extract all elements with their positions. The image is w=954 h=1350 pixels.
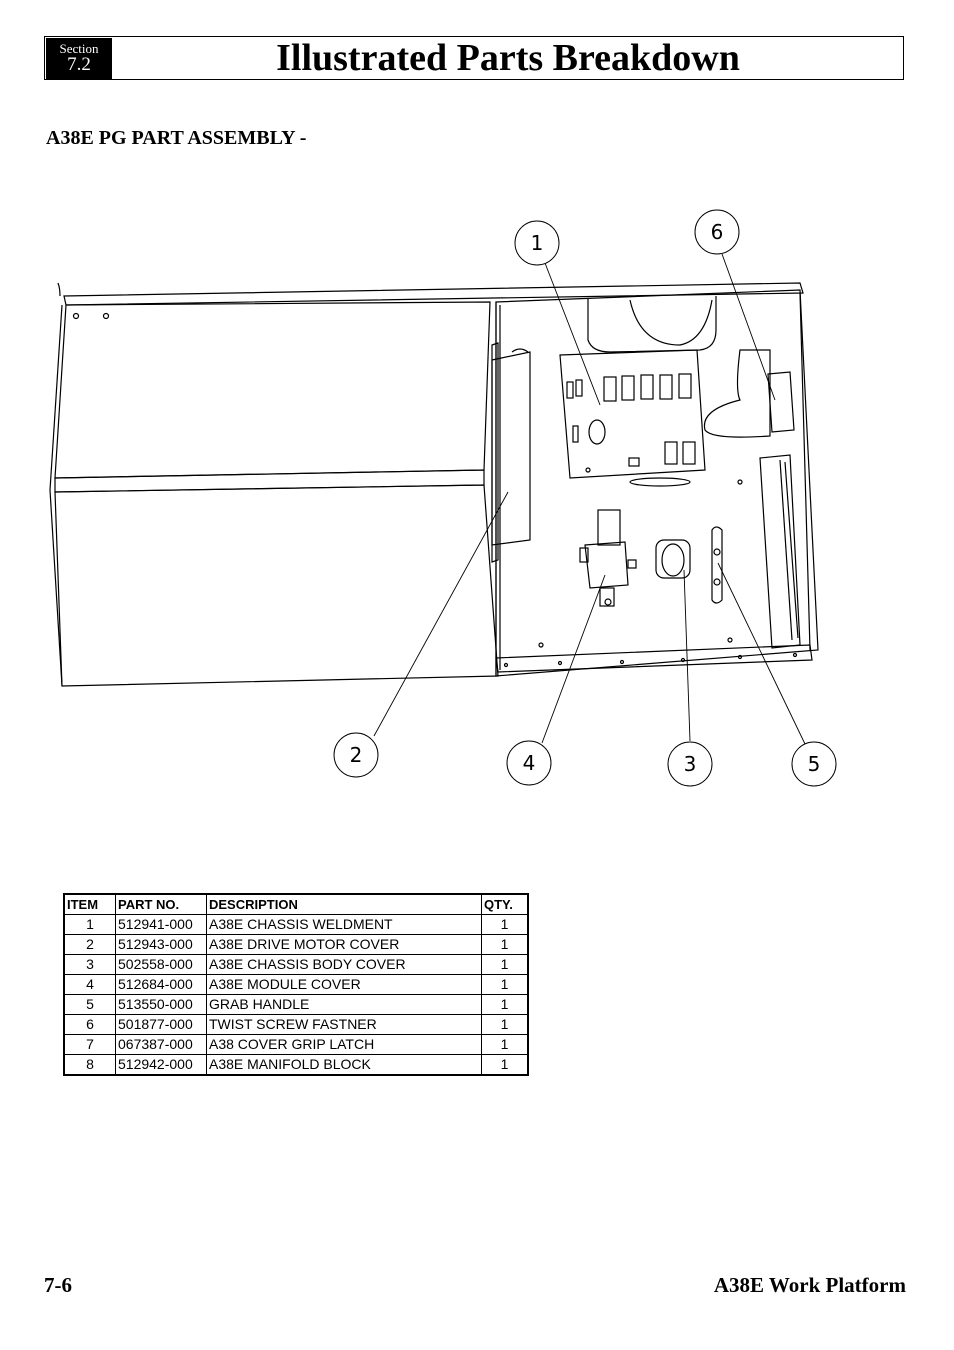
description-cell: A38E DRIVE MOTOR COVER bbox=[206, 934, 482, 955]
table-row: 7 067387-000 A38 COVER GRIP LATCH 1 bbox=[63, 1034, 529, 1055]
part-no-cell: 502558-000 bbox=[115, 954, 207, 975]
item-cell: 8 bbox=[63, 1054, 116, 1076]
page-header: Section 7.2 Illustrated Parts Breakdown bbox=[44, 36, 904, 80]
table-row: 3 502558-000 A38E CHASSIS BODY COVER 1 bbox=[63, 954, 529, 975]
page-number: 7-6 bbox=[44, 1273, 72, 1297]
callout-2: 2 bbox=[333, 732, 379, 778]
callout-4: 4 bbox=[506, 740, 552, 786]
page-title: Illustrated Parts Breakdown bbox=[276, 37, 740, 79]
chassis-compartment bbox=[495, 289, 819, 677]
callout-5-label: 5 bbox=[808, 752, 821, 776]
table-row: 4 512684-000 A38E MODULE COVER 1 bbox=[63, 974, 529, 995]
grip-latch bbox=[655, 539, 691, 579]
qty-cell: 1 bbox=[481, 994, 529, 1015]
item-cell: 3 bbox=[63, 954, 116, 975]
item-cell: 7 bbox=[63, 1034, 116, 1055]
description-cell: GRAB HANDLE bbox=[206, 994, 482, 1015]
drive-motor-cover-panel bbox=[54, 301, 491, 479]
part-no-cell: 513550-000 bbox=[115, 994, 207, 1015]
table-row: 6 501877-000 TWIST SCREW FASTNER 1 bbox=[63, 1014, 529, 1035]
item-cell: 6 bbox=[63, 1014, 116, 1035]
assembly-title: A38E PG PART ASSEMBLY - bbox=[46, 127, 307, 149]
description-cell: TWIST SCREW FASTNER bbox=[206, 1014, 482, 1035]
qty-cell: 1 bbox=[481, 1014, 529, 1035]
manifold-block bbox=[597, 509, 621, 546]
description-cell: A38 COVER GRIP LATCH bbox=[206, 1034, 482, 1055]
callout-6-label: 6 bbox=[711, 220, 724, 244]
qty-cell: 1 bbox=[481, 1034, 529, 1055]
header-part-no: PART NO. bbox=[115, 893, 207, 915]
callout-5: 5 bbox=[791, 741, 837, 787]
qty-cell: 1 bbox=[481, 1054, 529, 1076]
callout-3-label: 3 bbox=[684, 752, 697, 776]
callout-2-label: 2 bbox=[350, 743, 363, 767]
header-item: ITEM bbox=[63, 893, 116, 915]
section-number: 7.2 bbox=[67, 54, 91, 75]
table-row: 1 512941-000 A38E CHASSIS WELDMENT 1 bbox=[63, 914, 529, 935]
part-no-cell: 512943-000 bbox=[115, 934, 207, 955]
callout-1-label: 1 bbox=[531, 231, 544, 255]
callout-6: 6 bbox=[694, 209, 740, 255]
grab-handle bbox=[711, 526, 723, 604]
table-row: 5 513550-000 GRAB HANDLE 1 bbox=[63, 994, 529, 1015]
parts-table-header-row: ITEM PART NO. DESCRIPTION QTY. bbox=[63, 893, 529, 915]
qty-cell: 1 bbox=[481, 914, 529, 935]
item-cell: 2 bbox=[63, 934, 116, 955]
header-qty: QTY. bbox=[481, 893, 529, 915]
qty-cell: 1 bbox=[481, 934, 529, 955]
qty-cell: 1 bbox=[481, 954, 529, 975]
part-no-cell: 501877-000 bbox=[115, 1014, 207, 1035]
table-row: 8 512942-000 A38E MANIFOLD BLOCK 1 bbox=[63, 1054, 529, 1076]
part-no-cell: 512684-000 bbox=[115, 974, 207, 995]
part-no-cell: 067387-000 bbox=[115, 1034, 207, 1055]
description-cell: A38E MODULE COVER bbox=[206, 974, 482, 995]
parts-table: ITEM PART NO. DESCRIPTION QTY. 1 512941-… bbox=[63, 893, 529, 1076]
callout-1: 1 bbox=[514, 220, 560, 266]
section-badge: Section 7.2 bbox=[46, 38, 112, 79]
table-row: 2 512943-000 A38E DRIVE MOTOR COVER 1 bbox=[63, 934, 529, 955]
assembly-drawing: 1 6 2 4 3 5 bbox=[49, 209, 837, 787]
item-cell: 4 bbox=[63, 974, 116, 995]
callout-4-label: 4 bbox=[523, 751, 536, 775]
description-cell: A38E MANIFOLD BLOCK bbox=[206, 1054, 482, 1076]
control-board bbox=[559, 349, 706, 479]
item-cell: 1 bbox=[63, 914, 116, 935]
section-label: Section bbox=[59, 41, 99, 56]
product-name: A38E Work Platform bbox=[713, 1273, 906, 1297]
part-no-cell: 512941-000 bbox=[115, 914, 207, 935]
description-cell: A38E CHASSIS BODY COVER bbox=[206, 954, 482, 975]
description-cell: A38E CHASSIS WELDMENT bbox=[206, 914, 482, 935]
header-description: DESCRIPTION bbox=[206, 893, 482, 915]
item-cell: 5 bbox=[63, 994, 116, 1015]
callout-3: 3 bbox=[667, 741, 713, 787]
part-no-cell: 512942-000 bbox=[115, 1054, 207, 1076]
qty-cell: 1 bbox=[481, 974, 529, 995]
